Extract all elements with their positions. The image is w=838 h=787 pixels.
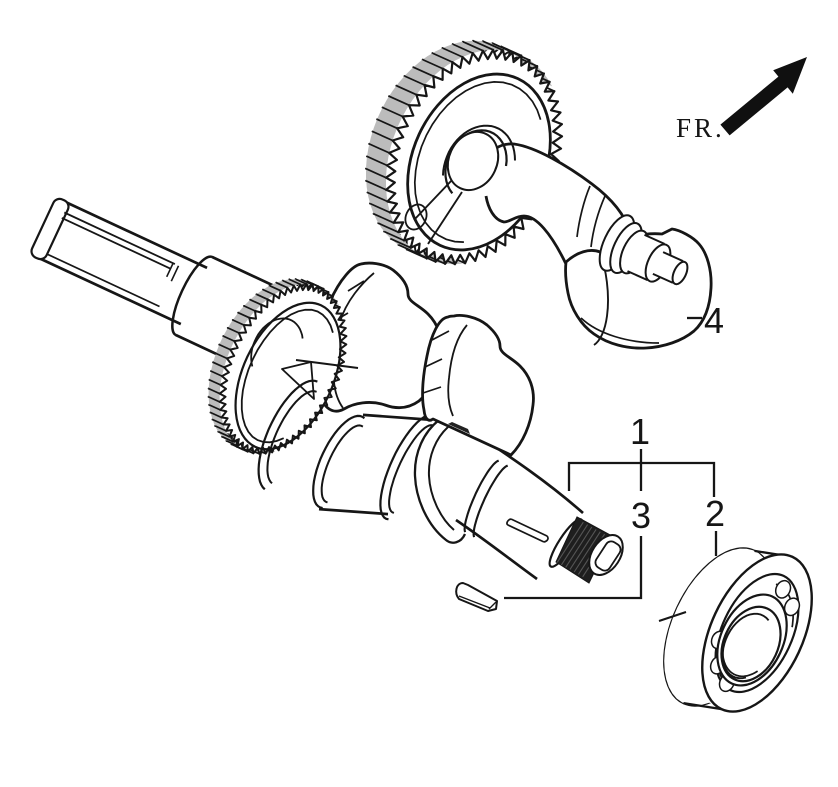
svg-text:3: 3 [631,495,651,536]
svg-text:4: 4 [704,300,724,341]
svg-text:FR.: FR. [676,113,725,143]
svg-text:1: 1 [630,411,650,452]
svg-text:2: 2 [705,493,725,534]
